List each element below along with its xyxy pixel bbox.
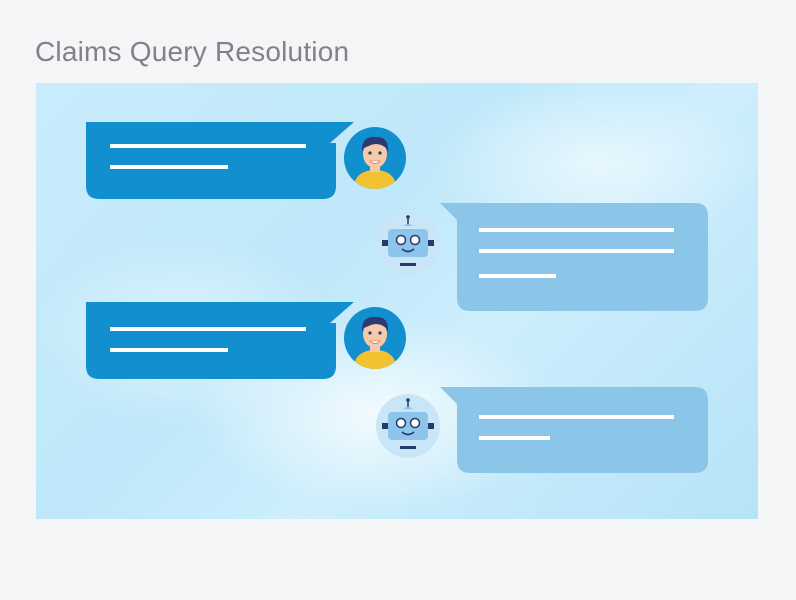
bot-message-1 <box>440 203 708 311</box>
bot-message-2 <box>440 387 708 473</box>
robot-avatar-icon <box>376 394 440 458</box>
user-message-2 <box>86 302 354 379</box>
text-placeholder-line <box>110 144 306 148</box>
chat-illustration-panel <box>36 83 758 519</box>
chat-illustration <box>86 122 708 473</box>
bot-speech-bubble <box>440 387 708 473</box>
text-placeholder-line <box>479 436 550 440</box>
person-avatar-icon <box>344 127 406 189</box>
user-speech-bubble <box>86 122 354 199</box>
text-placeholder-line <box>479 249 674 253</box>
text-placeholder-line <box>479 274 556 278</box>
text-placeholder-line <box>110 327 306 331</box>
person-avatar-icon <box>344 307 406 369</box>
user-message-1 <box>86 122 354 199</box>
text-placeholder-line <box>110 348 228 352</box>
robot-avatar-icon <box>376 211 440 275</box>
text-placeholder-line <box>479 228 674 232</box>
bot-speech-bubble <box>440 203 708 311</box>
page-title: Claims Query Resolution <box>35 36 350 67</box>
user-speech-bubble <box>86 302 354 379</box>
text-placeholder-line <box>479 415 674 419</box>
text-placeholder-line <box>110 165 228 169</box>
